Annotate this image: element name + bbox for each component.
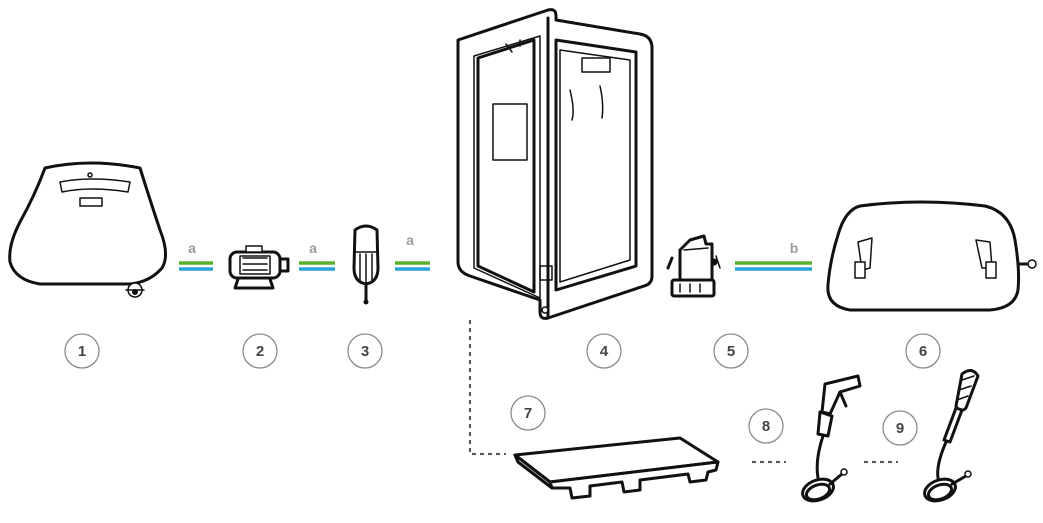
number-badge-5: 5 [713, 333, 749, 369]
number-badge-9: 9 [882, 410, 918, 446]
link-a-3: a [395, 232, 430, 271]
number-badge-3: 3 [347, 333, 383, 369]
number-badge-8: 8 [748, 408, 784, 444]
number-badge-4: 4 [586, 333, 622, 369]
number-badge-7: 7 [510, 395, 546, 431]
water-bladder-icon [8, 161, 167, 298]
shower-cabin-icon [456, 8, 654, 320]
number-label: 5 [727, 343, 735, 360]
number-label: 2 [256, 343, 264, 360]
wastewater-bladder-icon [826, 200, 1037, 312]
shower-head-hose-icon [923, 369, 980, 503]
link-a-2: a [299, 240, 335, 271]
number-label: 6 [919, 343, 927, 360]
floor-pallet-icon [513, 436, 720, 500]
drain-pump-icon [666, 234, 721, 298]
number-label: 7 [524, 405, 532, 422]
number-badge-2: 2 [242, 333, 278, 369]
number-label: 8 [762, 418, 770, 435]
accessory-dashed-connector [469, 320, 506, 455]
link-b: b [735, 240, 812, 271]
link-label: a [188, 240, 196, 256]
link-label: b [790, 240, 799, 256]
filter-icon [352, 224, 380, 305]
shower-spray-gun-icon [801, 374, 862, 503]
number-badge-6: 6 [905, 333, 941, 369]
link-label: a [309, 240, 317, 256]
number-label: 4 [600, 343, 609, 360]
link-a-1: a [179, 240, 213, 271]
number-badge-1: 1 [64, 333, 100, 369]
link-label: a [406, 232, 414, 248]
number-label: 3 [361, 343, 369, 360]
number-label: 1 [78, 343, 86, 360]
pump-motor-icon [228, 245, 290, 290]
number-label: 9 [896, 420, 904, 437]
